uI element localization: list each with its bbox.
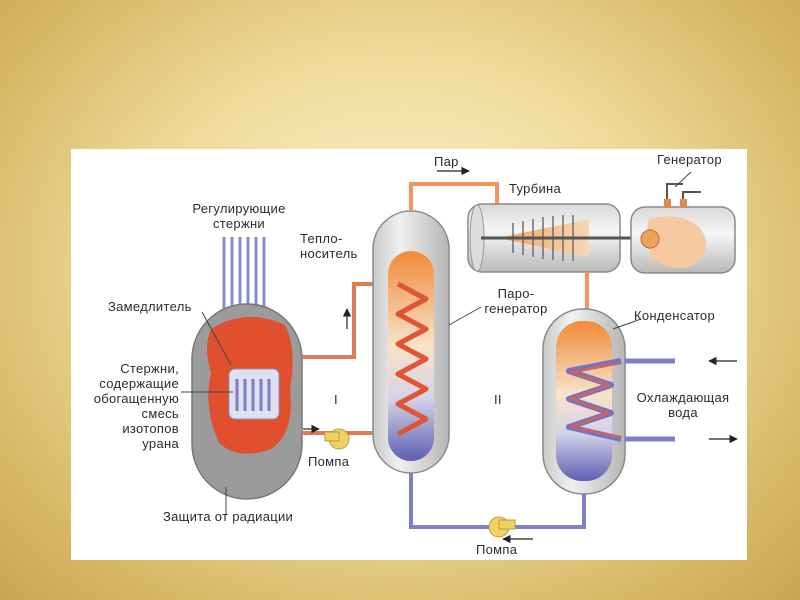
pump-secondary [488, 516, 516, 538]
steam-generator [372, 210, 450, 474]
label-moderator: Замедлитель [108, 299, 192, 314]
label-turbine: Турбина [509, 181, 562, 196]
label-condenser: Конденсатор [634, 308, 715, 323]
cooling-water-pipes [625, 358, 675, 442]
label-control-rods: Регулирующие стержни [192, 201, 286, 231]
label-fuel-rods: Стержни, содержащие обогащенную смесь из… [93, 361, 179, 451]
label-cooling-water: Охлаждающая вода [636, 390, 730, 420]
label-coolant: Тепло- носитель [300, 231, 358, 261]
condenser [542, 308, 626, 495]
pump-primary [324, 428, 350, 450]
reactor-vessel [191, 303, 303, 500]
label-radiation-shield: Защита от радиации [163, 509, 294, 524]
steam-pipe [409, 182, 499, 211]
label-circuit-1: I [334, 392, 338, 407]
label-generator: Генератор [657, 152, 722, 167]
label-steam: Пар [434, 154, 459, 169]
label-pump-secondary: Помпа [476, 542, 518, 557]
label-circuit-2: II [494, 392, 502, 407]
primary-loop [302, 282, 376, 435]
generator [630, 183, 736, 274]
turbine [467, 203, 631, 273]
diagram-slide: Пар Турбина Генератор Регулирующие стерж… [71, 149, 747, 560]
label-pump-primary: Помпа [308, 454, 350, 469]
leader-lines [181, 306, 642, 515]
label-steam-generator: Паро- генератор [484, 286, 548, 316]
nuclear-power-plant-diagram [181, 166, 738, 544]
